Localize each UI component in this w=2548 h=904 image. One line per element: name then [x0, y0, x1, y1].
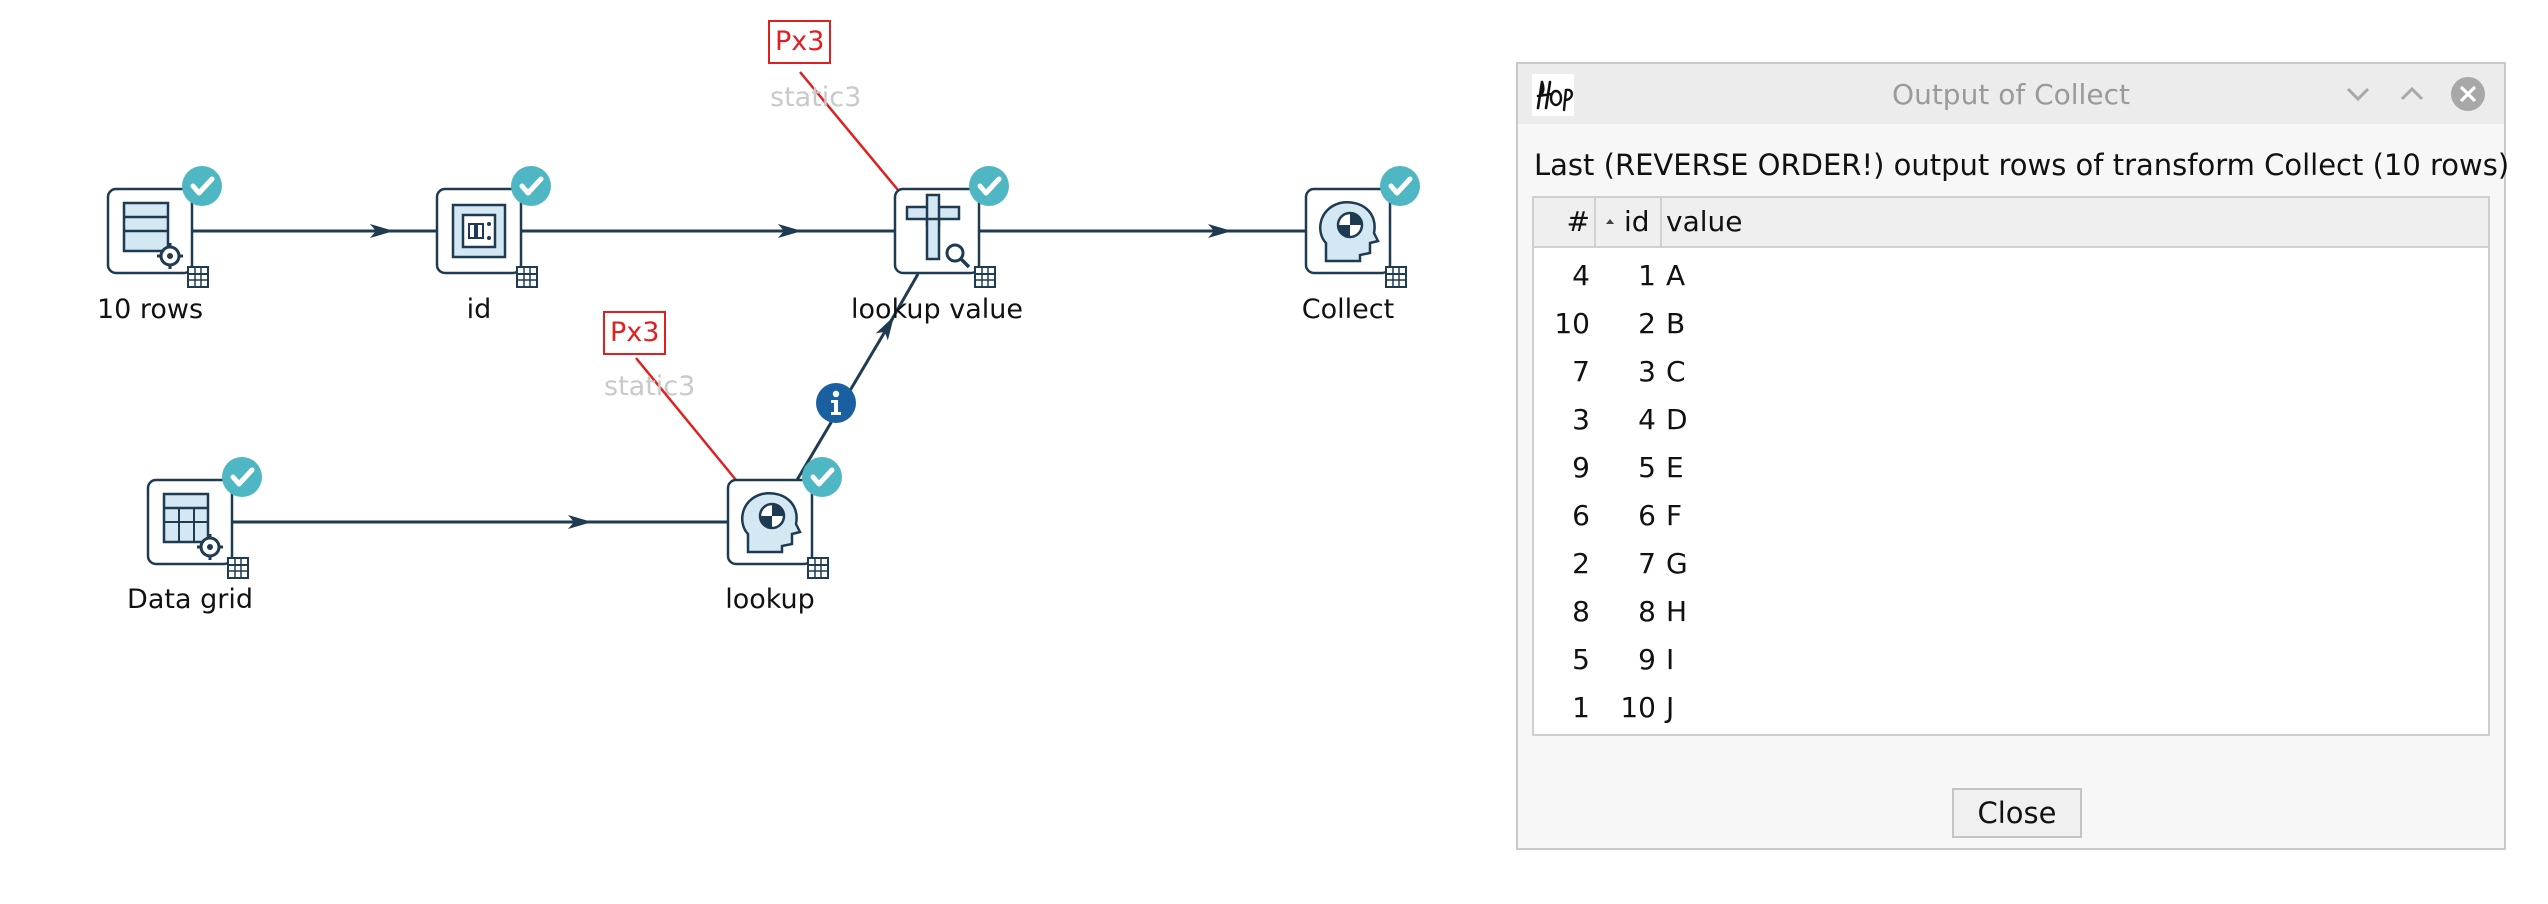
cell-value: C: [1666, 355, 1686, 388]
cell-value: H: [1666, 595, 1688, 628]
node-10-rows[interactable]: [106, 166, 222, 288]
partition-connector-line: [635, 357, 737, 481]
partition-badge[interactable]: Px3: [603, 311, 667, 355]
table-row[interactable]: 1 10 J: [1534, 684, 2488, 732]
node-label-lookup-value: lookup value: [851, 294, 1023, 325]
partition-badge[interactable]: Px3: [768, 20, 832, 64]
table-header: # id value: [1534, 198, 2488, 248]
column-header-num[interactable]: #: [1566, 205, 1590, 238]
node-lookup[interactable]: [726, 457, 842, 579]
hop-logo-icon: [1532, 74, 1574, 116]
cell-num: 1: [1572, 691, 1590, 724]
cell-value: F: [1666, 499, 1683, 532]
close-button[interactable]: Close: [1952, 788, 2082, 838]
cell-num: 6: [1572, 499, 1590, 532]
cell-num: 2: [1572, 547, 1590, 580]
column-header-value[interactable]: value: [1666, 205, 1743, 238]
node-label-lookup: lookup: [725, 584, 815, 615]
cell-num: 7: [1572, 355, 1590, 388]
stream-lookup-icon: [905, 193, 971, 269]
generate-rows-icon: [122, 201, 183, 269]
cell-value: G: [1666, 547, 1688, 580]
cell-id: 8: [1638, 595, 1656, 628]
info-icon[interactable]: [816, 383, 856, 423]
node-label-10-rows: 10 rows: [96, 294, 204, 325]
pipeline-canvas[interactable]: 10 rows id lookup value Collect Data gri…: [0, 0, 1500, 900]
cell-num: 4: [1572, 259, 1590, 292]
partition-schema-label: static3: [604, 371, 696, 402]
partition-connector-line: [799, 71, 899, 191]
cell-id: 7: [1638, 547, 1656, 580]
column-header-id[interactable]: id: [1624, 205, 1650, 238]
cell-id: 3: [1638, 355, 1656, 388]
head-icon: [740, 492, 802, 554]
cell-id: 10: [1620, 691, 1656, 724]
sequence-icon: [451, 203, 507, 259]
minimize-chevron-down-icon[interactable]: [2340, 76, 2376, 112]
node-label-collect: Collect: [1301, 294, 1395, 325]
cell-id: 6: [1638, 499, 1656, 532]
cell-id: 5: [1638, 451, 1656, 484]
head-icon: [1318, 201, 1380, 263]
close-window-icon[interactable]: [2450, 76, 2486, 112]
node-label-data-grid: Data grid: [127, 584, 253, 615]
column-divider[interactable]: [1660, 198, 1662, 246]
pipeline-graph[interactable]: [0, 0, 1500, 900]
cell-id: 4: [1638, 403, 1656, 436]
cell-value: B: [1666, 307, 1686, 340]
cell-num: 3: [1572, 403, 1590, 436]
sort-ascending-icon: [1606, 219, 1614, 224]
column-divider[interactable]: [1594, 198, 1596, 246]
cell-num: 5: [1572, 643, 1590, 676]
cell-value: E: [1666, 451, 1684, 484]
cell-num: 10: [1554, 307, 1590, 340]
node-id[interactable]: [435, 166, 551, 288]
cell-value: J: [1666, 691, 1675, 724]
node-data-grid[interactable]: [146, 457, 262, 579]
cell-id: 2: [1638, 307, 1656, 340]
dialog-title: Output of Collect: [1892, 78, 2130, 111]
output-dialog: Output of Collect Last (REVERSE ORDER!) …: [1516, 62, 2510, 850]
node-lookup-value[interactable]: [893, 166, 1009, 288]
output-header-text: Last (REVERSE ORDER!) output rows of tra…: [1534, 148, 2510, 182]
cell-id: 1: [1638, 259, 1656, 292]
node-collect[interactable]: [1304, 166, 1420, 288]
cell-value: D: [1666, 403, 1688, 436]
cell-value: I: [1666, 643, 1675, 676]
data-grid-icon: [162, 492, 223, 560]
partition-schema-label: static3: [770, 82, 862, 113]
cell-value: A: [1666, 259, 1686, 292]
cell-num: 8: [1572, 595, 1590, 628]
node-label-id: id: [466, 294, 492, 325]
maximize-chevron-up-icon[interactable]: [2394, 76, 2430, 112]
cell-id: 9: [1638, 643, 1656, 676]
cell-num: 9: [1572, 451, 1590, 484]
dialog-titlebar[interactable]: Output of Collect: [1518, 64, 2504, 124]
